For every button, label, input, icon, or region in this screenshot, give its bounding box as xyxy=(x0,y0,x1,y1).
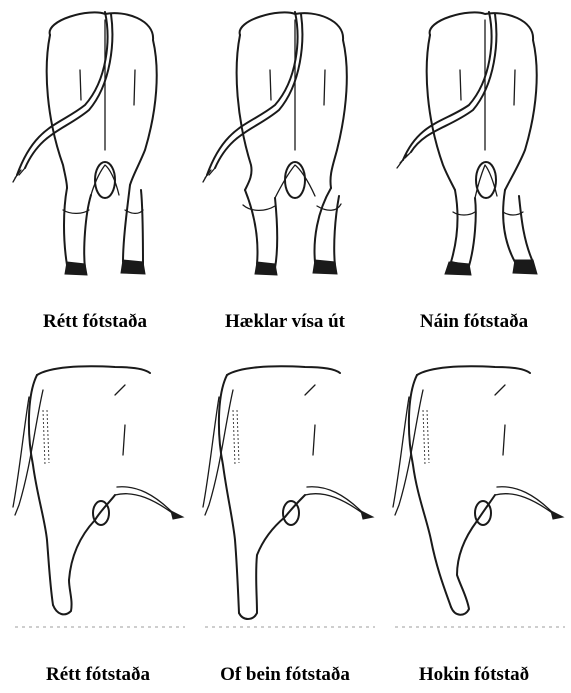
side-view-correct xyxy=(5,355,190,640)
rear-view-correct-drawing xyxy=(5,0,185,285)
side-view-sickle-hocked xyxy=(385,355,570,640)
caption-side-too-straight: Of bein fótstaða xyxy=(190,664,380,686)
side-view-correct-drawing xyxy=(5,355,190,640)
side-view-too-straight-drawing xyxy=(195,355,380,640)
rear-view-correct xyxy=(5,0,185,285)
caption-rear-narrow: Náin fótstaða xyxy=(379,311,569,333)
caption-rear-correct: Rétt fótstaða xyxy=(0,311,190,333)
caption-rear-hocks-out: Hæklar vísa út xyxy=(190,311,380,333)
rear-view-hocks-out-drawing xyxy=(195,0,375,285)
side-view-too-straight xyxy=(195,355,380,640)
rear-view-narrow xyxy=(385,0,565,285)
side-view-sickle-hocked-drawing xyxy=(385,355,570,640)
rear-view-narrow-drawing xyxy=(385,0,565,285)
rear-view-hocks-out xyxy=(195,0,375,285)
caption-side-correct: Rétt fótstaða xyxy=(3,664,193,686)
caption-side-sickle-hocked: Hokin fótstað xyxy=(379,664,569,686)
